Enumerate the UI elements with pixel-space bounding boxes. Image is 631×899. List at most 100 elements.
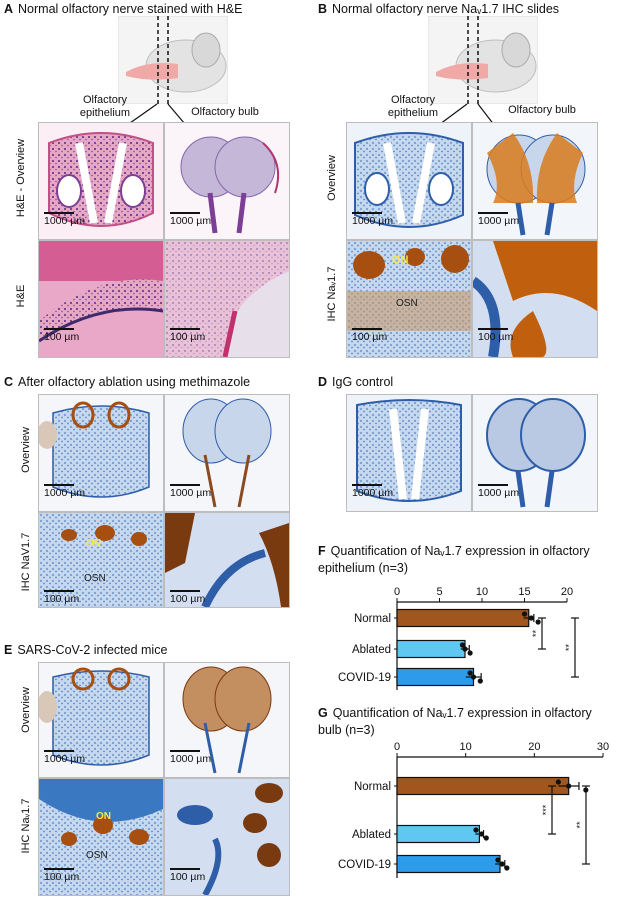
- x-tick-label: 30: [597, 741, 609, 753]
- covid-detail-epithelium: [38, 778, 164, 896]
- bar: [396, 667, 475, 687]
- scale-bar: 1000 µm: [170, 484, 211, 499]
- scale-bar: 100 µm: [478, 328, 513, 343]
- x-tick-label: 20: [528, 741, 540, 753]
- data-point: [504, 865, 510, 871]
- scale-bar: 100 µm: [44, 590, 79, 605]
- osn-label: OSN: [86, 850, 108, 861]
- significance-label: **: [531, 630, 541, 638]
- on-label: ON: [392, 254, 409, 266]
- data-point: [495, 857, 501, 863]
- panel-c-row1-label: Overview: [20, 427, 32, 473]
- ablation-detail-bulb: [164, 512, 290, 608]
- mouse-head-diagram: [427, 15, 539, 105]
- covid-overview-bulb: [164, 662, 290, 778]
- panel-e-row2-label: IHC Naᵥ1.7: [20, 798, 32, 854]
- x-tick-label: 5: [436, 586, 442, 598]
- ihc-overview-bulb: [472, 122, 598, 240]
- he-overview-bulb: [164, 122, 290, 240]
- panel-a-col1-label: Olfactory epithelium: [79, 94, 131, 119]
- y-category-label: COVID-19: [338, 859, 391, 871]
- x-tick-label: 20: [561, 586, 573, 598]
- data-point: [528, 615, 534, 621]
- panel-a-col2-label: Olfactory bulb: [191, 106, 259, 118]
- data-point: [535, 619, 541, 625]
- x-tick-label: 15: [518, 586, 530, 598]
- covid-detail-bulb: [164, 778, 290, 896]
- x-tick-label: 0: [394, 586, 400, 598]
- data-point: [566, 783, 572, 789]
- data-point: [555, 779, 561, 785]
- igg-overview-epithelium: [346, 394, 472, 512]
- bar: [396, 639, 466, 659]
- scale-bar: 1000 µm: [478, 484, 519, 499]
- scale-bar: 1000 µm: [352, 484, 393, 499]
- he-overview-epithelium: [38, 122, 164, 240]
- data-point: [459, 642, 466, 648]
- data-point: [462, 646, 468, 652]
- data-point: [478, 831, 485, 837]
- igg-overview-bulb: [472, 394, 598, 512]
- ihc-detail-bulb: [472, 240, 598, 358]
- he-detail-bulb: [164, 240, 290, 358]
- significance-label: ***: [541, 804, 551, 815]
- on-label: ON: [96, 811, 111, 822]
- scale-bar: 100 µm: [170, 868, 205, 883]
- osn-label: OSN: [84, 573, 106, 584]
- scale-bar: 1000 µm: [170, 750, 211, 765]
- data-point: [483, 835, 489, 841]
- scale-bar: 100 µm: [44, 868, 79, 883]
- scale-bar: 100 µm: [170, 328, 205, 343]
- data-point: [477, 678, 483, 684]
- data-point: [521, 611, 528, 617]
- scale-bar: 1000 µm: [170, 212, 211, 227]
- data-point: [473, 827, 479, 833]
- scale-bar: 100 µm: [170, 590, 205, 605]
- data-point: [467, 650, 473, 656]
- x-tick-label: 10: [460, 741, 472, 753]
- scale-bar: 100 µm: [44, 328, 79, 343]
- y-category-label: Normal: [354, 781, 391, 793]
- scale-bar: 1000 µm: [352, 212, 393, 227]
- significance-label: **: [564, 644, 574, 652]
- covid-overview-epithelium: [38, 662, 164, 778]
- y-category-label: Ablated: [352, 829, 391, 841]
- panel-e-row1-label: Overview: [20, 687, 32, 733]
- data-point: [470, 674, 477, 680]
- panel-b-row2-label: IHC Naᵥ1.7: [326, 266, 338, 322]
- y-category-label: Ablated: [352, 644, 391, 656]
- x-tick-label: 10: [476, 586, 488, 598]
- scale-bar: 1000 µm: [478, 212, 519, 227]
- scale-bar: 1000 µm: [44, 212, 85, 227]
- bar: [396, 824, 481, 844]
- y-category-label: Normal: [354, 613, 391, 625]
- mouse-head-diagram: [117, 15, 229, 105]
- scale-bar: 100 µm: [352, 328, 387, 343]
- panel-a-row2-label: H&E: [15, 284, 27, 308]
- panel-b-col2-label: Olfactory bulb: [508, 104, 576, 116]
- ihc-detail-epithelium: [346, 240, 472, 358]
- panel-c-row2-label: IHC NaV1.7: [20, 532, 32, 592]
- panel-b-row1-label: Overview: [326, 155, 338, 201]
- panel-b-col1-label: Olfactory epithelium: [387, 94, 439, 119]
- osn-label: OSN: [396, 298, 418, 309]
- scale-bar: 1000 µm: [44, 484, 85, 499]
- y-category-label: COVID-19: [338, 672, 391, 684]
- significance-label: **: [575, 821, 585, 829]
- bar: [396, 854, 501, 874]
- ablation-detail-epithelium: [38, 512, 164, 608]
- scale-bar: 1000 µm: [44, 750, 85, 765]
- data-point: [467, 670, 473, 676]
- bar: [396, 608, 530, 628]
- ihc-overview-epithelium: [346, 122, 472, 240]
- ablation-overview-bulb: [164, 394, 290, 512]
